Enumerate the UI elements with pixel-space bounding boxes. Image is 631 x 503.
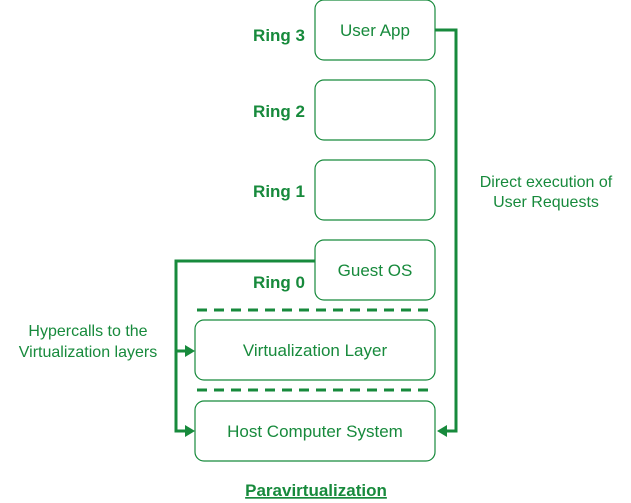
host-computer-system-label: Host Computer System	[227, 422, 403, 441]
ring3-label: Ring 3	[253, 26, 305, 45]
direct-execution-note-line2: User Requests	[493, 194, 599, 211]
guest-os-box	[314, 239, 436, 301]
guest-os-label: Guest OS	[338, 261, 413, 280]
hypercall-connector	[174, 259, 315, 433]
direct-execution-arrowhead	[437, 425, 447, 437]
ring2-box	[314, 79, 436, 141]
ring2-label: Ring 2	[253, 102, 305, 121]
hypercalls-note-line2: Virtualization layers	[19, 344, 157, 361]
hypercall-arrowhead-host	[185, 425, 195, 437]
virtualization-layer-box	[194, 319, 436, 381]
direct-execution-connector	[435, 28, 458, 433]
hypercall-arrowhead-virtualization	[185, 345, 195, 357]
virtualization-layer-label: Virtualization Layer	[243, 341, 388, 360]
direct-execution-note-line1: Direct execution of	[480, 174, 613, 191]
diagram-caption: Paravirtualization	[245, 481, 387, 500]
hypercalls-note-line1: Hypercalls to the	[28, 323, 147, 340]
ring1-label: Ring 1	[253, 182, 305, 201]
user-app-label: User App	[340, 21, 410, 40]
ring1-box	[314, 159, 436, 221]
ring0-label: Ring 0	[253, 273, 305, 292]
